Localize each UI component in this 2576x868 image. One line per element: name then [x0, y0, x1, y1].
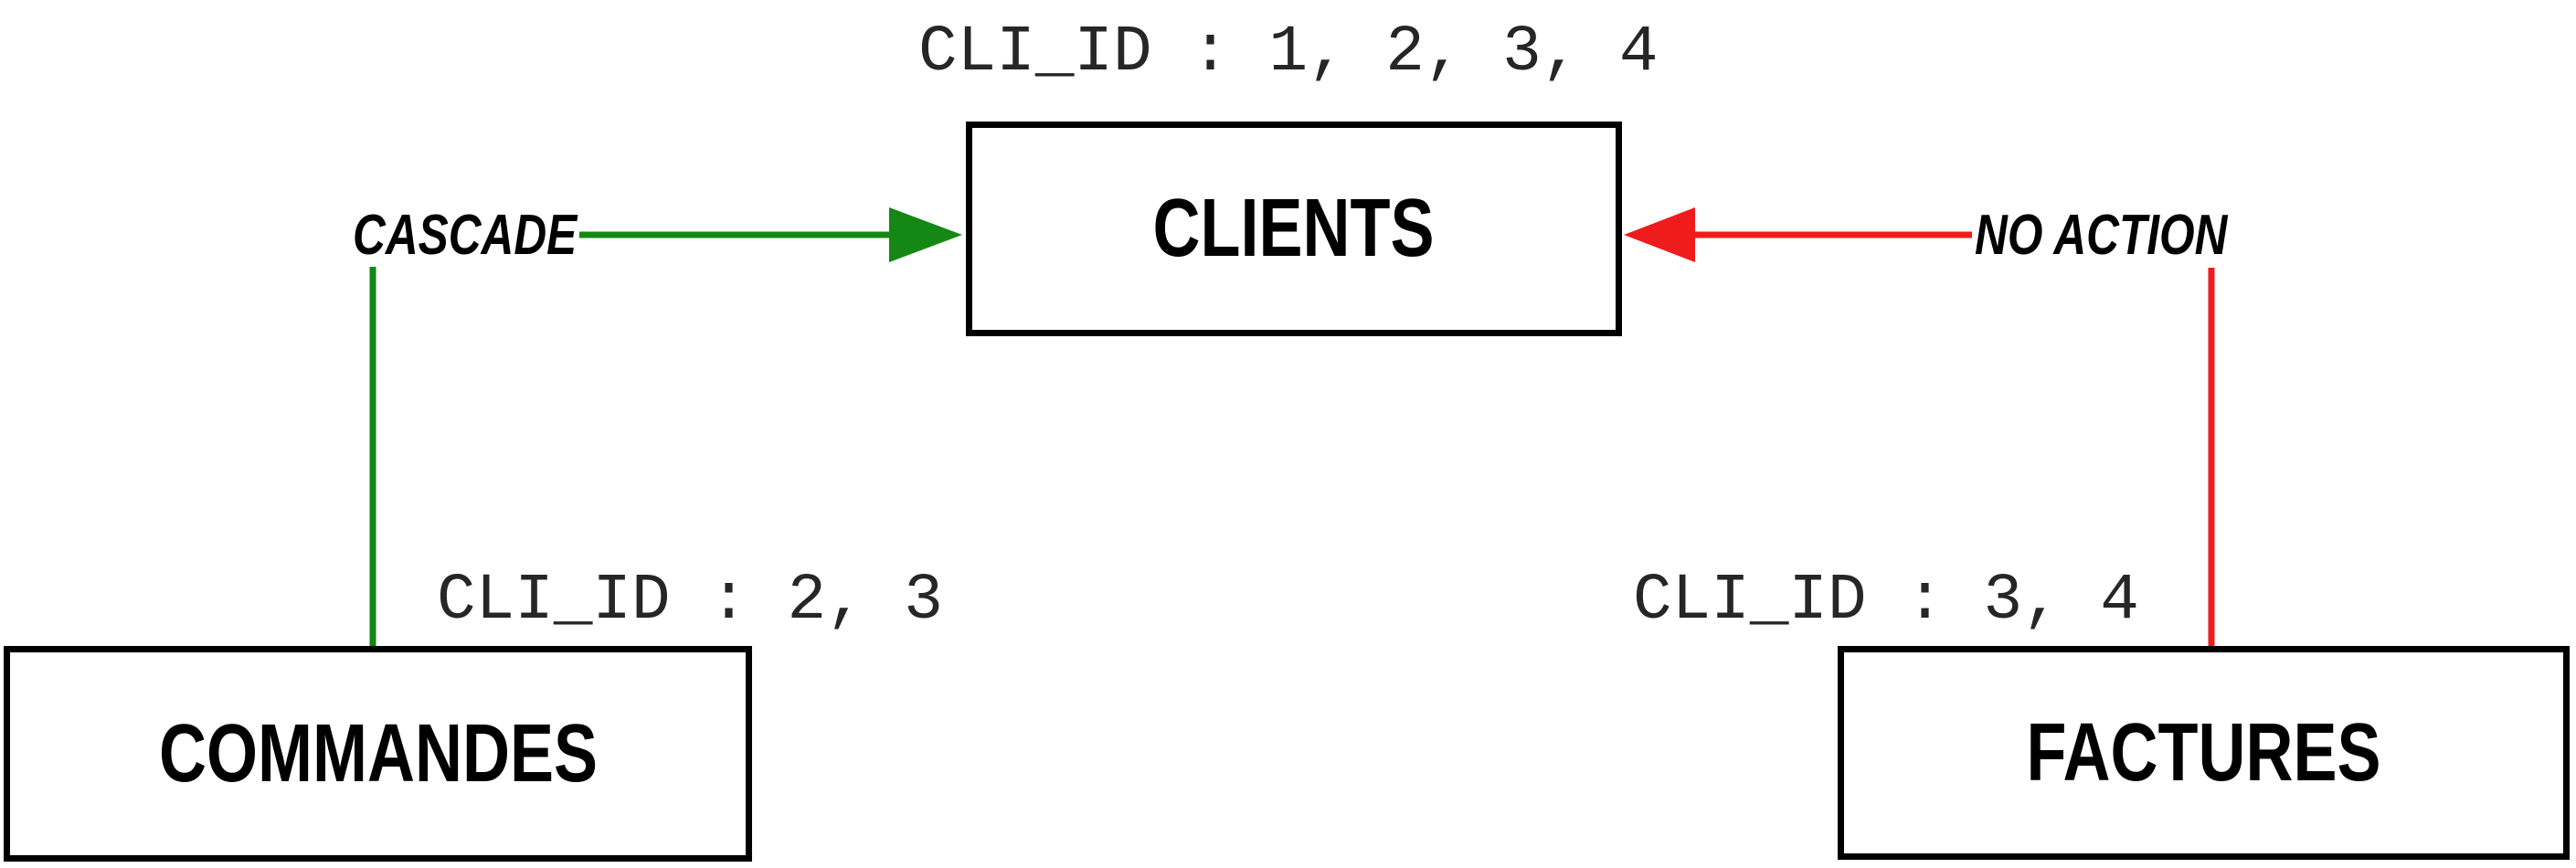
table-box-clients: CLIENTS — [966, 122, 1622, 336]
clients-key-values: CLI_ID : 1, 2, 3, 4 — [918, 16, 1659, 90]
factures-key-values: CLI_ID : 3, 4 — [1633, 565, 2139, 638]
table-box-factures: FACTURES — [1838, 646, 2570, 860]
no-action-arrowhead-icon — [1624, 207, 1695, 262]
no-action-relation-label: NO ACTION — [1975, 204, 2228, 267]
cascade-relation-label: CASCADE — [353, 204, 578, 267]
table-box-commandes: COMMANDES — [4, 646, 752, 862]
table-name-commandes: COMMANDES — [158, 707, 598, 799]
commandes-key-values: CLI_ID : 2, 3 — [437, 565, 943, 638]
cascade-arrowhead-icon — [889, 207, 962, 262]
table-name-clients: CLIENTS — [1152, 183, 1435, 274]
table-name-factures: FACTURES — [2026, 706, 2381, 799]
